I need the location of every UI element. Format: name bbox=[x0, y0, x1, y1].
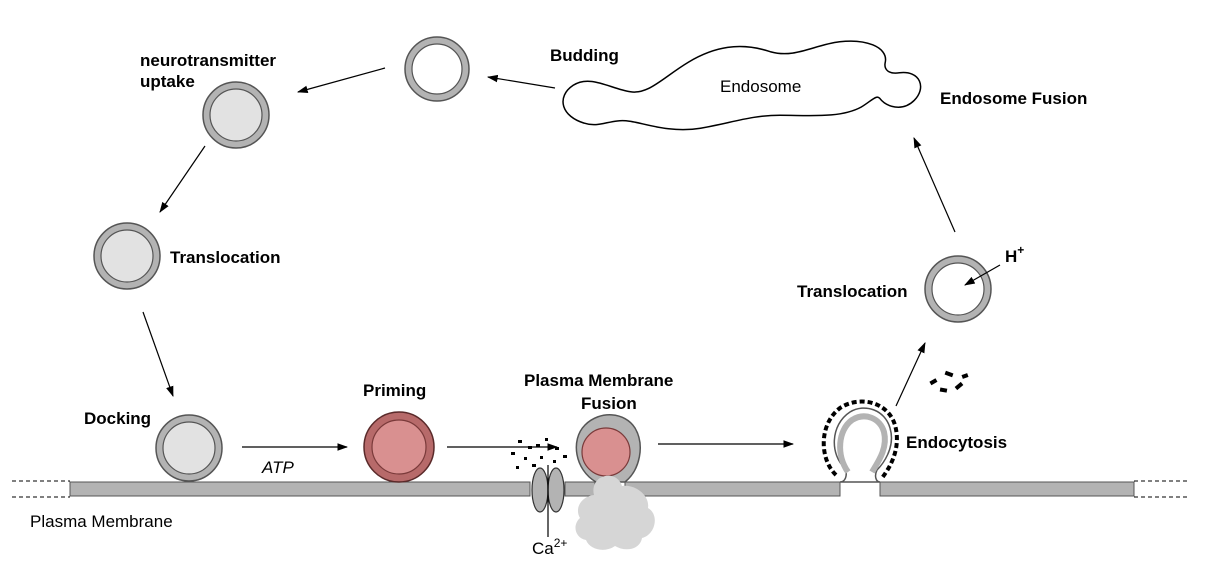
uptake-vesicle bbox=[202, 81, 270, 149]
endosome-fusion-label: Endosome Fusion bbox=[940, 89, 1087, 108]
translocation-vesicle-left bbox=[93, 222, 161, 290]
budding-label: Budding bbox=[550, 46, 619, 65]
arrow-budding bbox=[486, 74, 556, 89]
neurotransmitter-release-cloud bbox=[575, 475, 655, 550]
arrow-to-uptake bbox=[296, 67, 386, 94]
neurotransmitter-dots bbox=[511, 438, 567, 469]
neurotransmitter-uptake-label-line1: neurotransmitter bbox=[140, 51, 276, 70]
fusing-vesicle bbox=[575, 414, 641, 496]
primed-vesicle bbox=[363, 411, 435, 483]
endosome-label: Endosome bbox=[720, 77, 801, 96]
arrow-to-endosome-fusion bbox=[913, 137, 956, 233]
translocation-right-label: Translocation bbox=[797, 282, 908, 301]
docked-vesicle bbox=[155, 414, 223, 482]
docking-label: Docking bbox=[84, 409, 151, 428]
plasma-membrane bbox=[12, 480, 1190, 498]
arrow-proton-entry bbox=[964, 264, 1001, 286]
proton-label: H+ bbox=[1005, 243, 1024, 266]
priming-label: Priming bbox=[363, 381, 426, 400]
translocation-left-label: Translocation bbox=[170, 248, 281, 267]
calcium-label: Ca2+ bbox=[532, 536, 567, 558]
arrow-to-docking bbox=[142, 311, 174, 398]
plasma-membrane-label: Plasma Membrane bbox=[30, 512, 173, 531]
calcium-channel bbox=[531, 465, 565, 537]
atp-label: ATP bbox=[261, 458, 294, 477]
endocytosis-label: Endocytosis bbox=[906, 433, 1007, 452]
translocation-vesicle-right bbox=[924, 255, 992, 323]
budding-vesicle bbox=[404, 36, 470, 102]
endosome bbox=[562, 40, 922, 131]
plasma-membrane-fusion-label-line1: Plasma Membrane bbox=[524, 371, 673, 390]
arrow-to-translocation-left bbox=[159, 145, 206, 213]
plasma-membrane-fusion-label-line2: Fusion bbox=[581, 394, 637, 413]
clathrin-fragments bbox=[929, 370, 969, 393]
neurotransmitter-uptake-label-line2: uptake bbox=[140, 72, 195, 91]
endocytosis-pit bbox=[821, 399, 899, 483]
arrow-to-translocation-right bbox=[895, 342, 926, 407]
